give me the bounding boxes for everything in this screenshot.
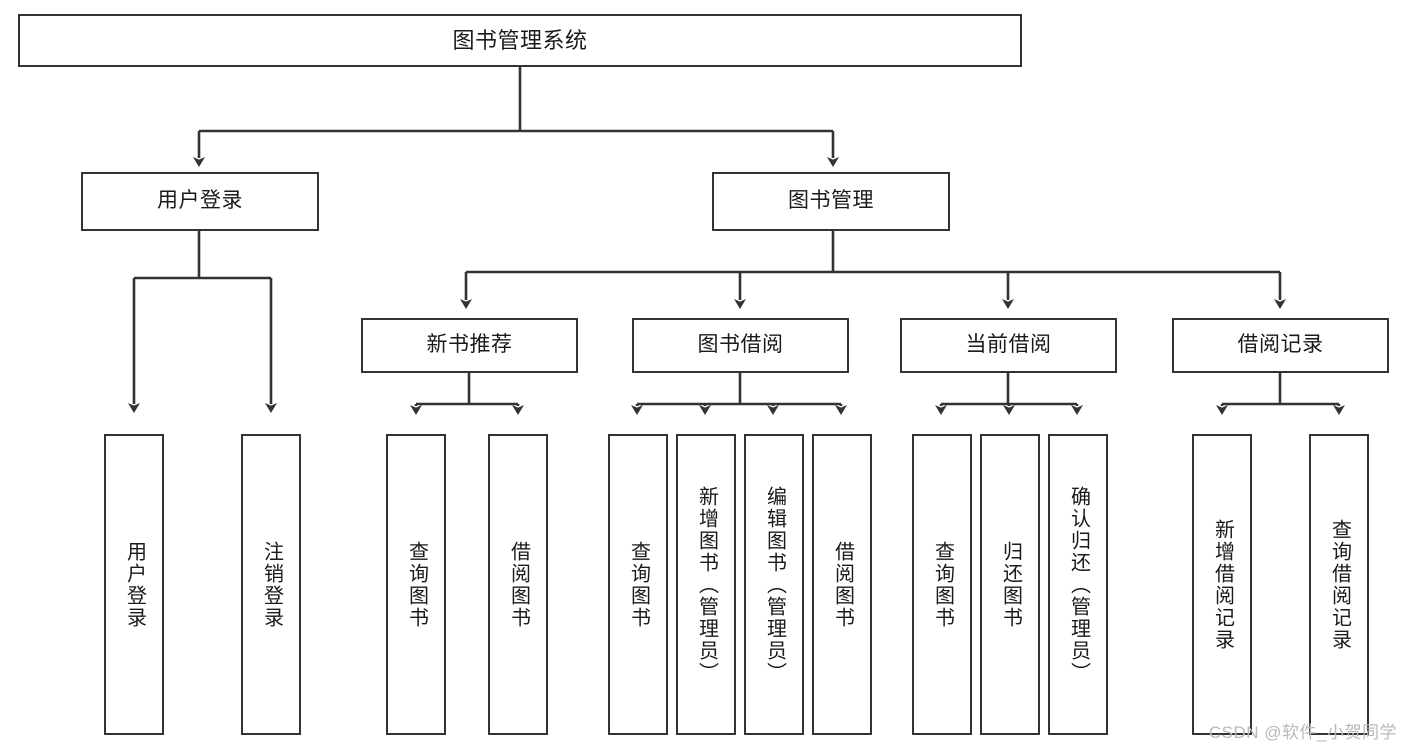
node-new-book-recommend[interactable]: 新书推荐 <box>361 318 578 373</box>
node-leaf-logout[interactable]: 注销登录 <box>241 434 301 735</box>
csdn-watermark: CSDN @软件_小贺同学 <box>1208 723 1397 742</box>
node-leaf-user-login[interactable]: 用户登录 <box>104 434 164 735</box>
node-leaf-add-record[interactable]: 新增借阅记录 <box>1192 434 1252 735</box>
node-leaf-borrow-book-2[interactable]: 借阅图书 <box>812 434 872 735</box>
node-leaf-confirm-return[interactable]: 确认归还（管理员） <box>1048 434 1108 735</box>
node-leaf-query-book-3[interactable]: 查询图书 <box>912 434 972 735</box>
node-current-borrow[interactable]: 当前借阅 <box>900 318 1117 373</box>
node-book-manage[interactable]: 图书管理 <box>712 172 950 231</box>
node-book-borrow[interactable]: 图书借阅 <box>632 318 849 373</box>
node-leaf-query-book-1[interactable]: 查询图书 <box>386 434 446 735</box>
node-leaf-borrow-book-1[interactable]: 借阅图书 <box>488 434 548 735</box>
node-user-login[interactable]: 用户登录 <box>81 172 319 231</box>
node-root-system[interactable]: 图书管理系统 <box>18 14 1022 67</box>
node-leaf-add-book[interactable]: 新增图书（管理员） <box>676 434 736 735</box>
node-leaf-return-book[interactable]: 归还图书 <box>980 434 1040 735</box>
node-leaf-query-book-2[interactable]: 查询图书 <box>608 434 668 735</box>
node-leaf-edit-book[interactable]: 编辑图书（管理员） <box>744 434 804 735</box>
node-borrow-record[interactable]: 借阅记录 <box>1172 318 1389 373</box>
node-leaf-query-record[interactable]: 查询借阅记录 <box>1309 434 1369 735</box>
